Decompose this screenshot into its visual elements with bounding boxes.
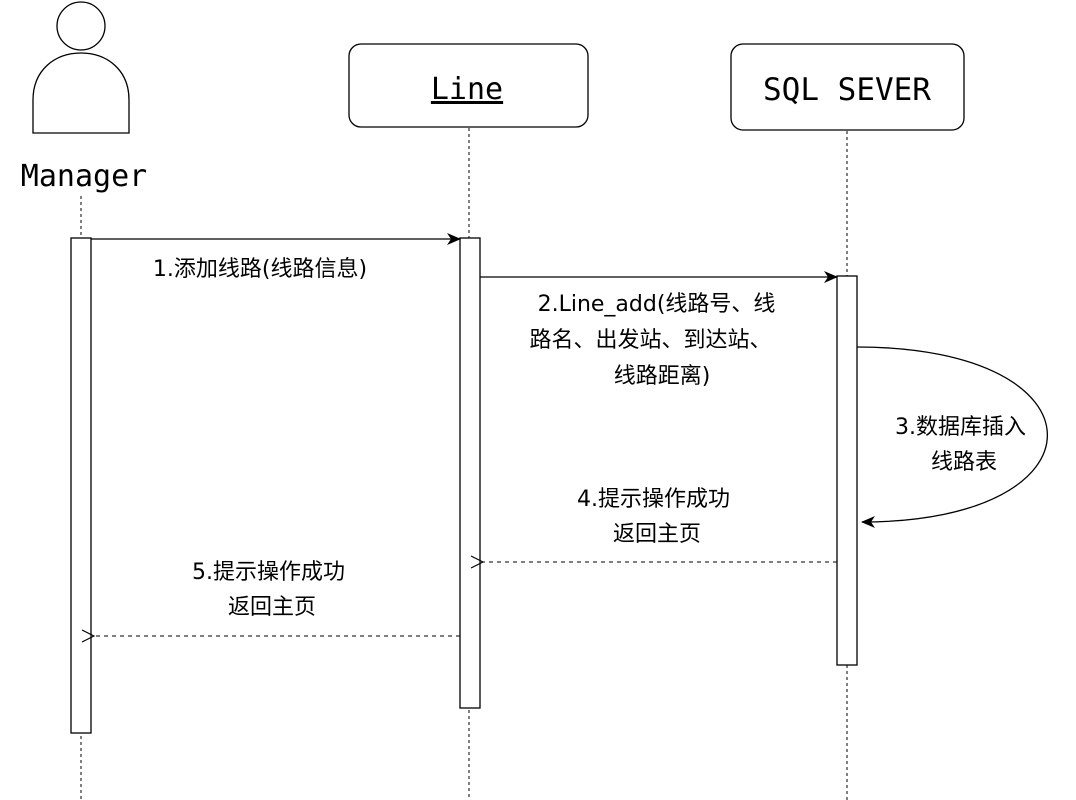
manager-label: Manager <box>21 159 147 194</box>
message-4-line-2: 返回主页 <box>613 522 701 547</box>
message-5-line-1: 5.提示操作成功 <box>192 560 345 585</box>
message-2-line-2: 路名、出发站、到达站、 <box>529 328 771 353</box>
message-2-label: 2.Line_add(线路号、线 路名、出发站、到达站、 线路距离) <box>529 292 782 389</box>
sql-participant-box[interactable]: SQL SEVER <box>730 43 965 131</box>
line-participant-label: Line <box>431 72 503 107</box>
message-3-line-1: 3.数据库插入 <box>895 415 1026 440</box>
message-4-line-1: 4.提示操作成功 <box>577 487 730 512</box>
message-2-line-1: 2.Line_add(线路号、线 <box>538 292 776 317</box>
message-4-label: 4.提示操作成功 返回主页 <box>577 487 737 547</box>
line-participant-box[interactable]: Line <box>348 43 589 128</box>
line-activation-bar <box>459 237 481 709</box>
message-5-label: 5.提示操作成功 返回主页 <box>192 560 352 620</box>
sql-participant-label: SQL SEVER <box>763 72 931 108</box>
message-1-label: 1.添加线路(线路信息) <box>153 257 367 282</box>
message-3-label: 3.数据库插入 线路表 <box>895 415 1033 475</box>
message-3-line-2: 线路表 <box>931 450 997 475</box>
manager-activation-bar <box>70 237 92 734</box>
sql-activation-bar <box>836 275 858 666</box>
message-1-line-1: 1.添加线路(线路信息) <box>153 257 367 282</box>
message-5-line-2: 返回主页 <box>228 595 316 620</box>
manager-actor-icon[interactable] <box>32 1 130 134</box>
message-2-line-3: 线路距离) <box>614 364 711 389</box>
message-3-self-arrow <box>856 346 1049 528</box>
